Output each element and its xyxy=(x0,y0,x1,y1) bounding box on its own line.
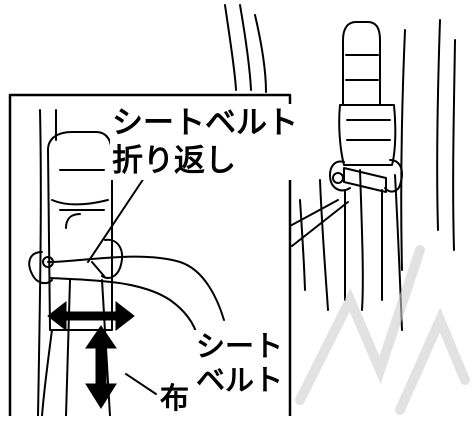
callout-line-lower xyxy=(291,201,349,247)
detail-frame xyxy=(8,93,292,421)
leader-cloth xyxy=(125,373,157,395)
label-mask-fold xyxy=(110,104,296,180)
seatbelt-fold-label-line1: シートベルト xyxy=(112,105,298,141)
horizontal-arrow-shaft xyxy=(59,311,123,321)
seatbelt-label-line1: シート xyxy=(196,329,284,363)
horizontal-arrow-left-head xyxy=(47,300,67,332)
overview-belt-guide xyxy=(329,21,403,301)
callout-line-upper xyxy=(289,199,339,227)
seatbelt-label-line2: ベルト xyxy=(196,363,284,397)
vertical-arrow-up-head xyxy=(85,325,117,349)
cloth-label: 布 xyxy=(160,381,190,415)
seatbelt-fold-label-line2: 折り返し xyxy=(112,143,236,179)
adjust-arrows xyxy=(47,300,135,409)
seat-back-lines xyxy=(224,4,456,331)
horizontal-arrow-right-head xyxy=(115,300,135,332)
leader-fold xyxy=(87,174,147,263)
label-mask-belt xyxy=(194,330,286,396)
watermark xyxy=(295,245,470,415)
vertical-arrow-down-head xyxy=(85,383,117,409)
label-mask-cloth xyxy=(158,386,192,416)
